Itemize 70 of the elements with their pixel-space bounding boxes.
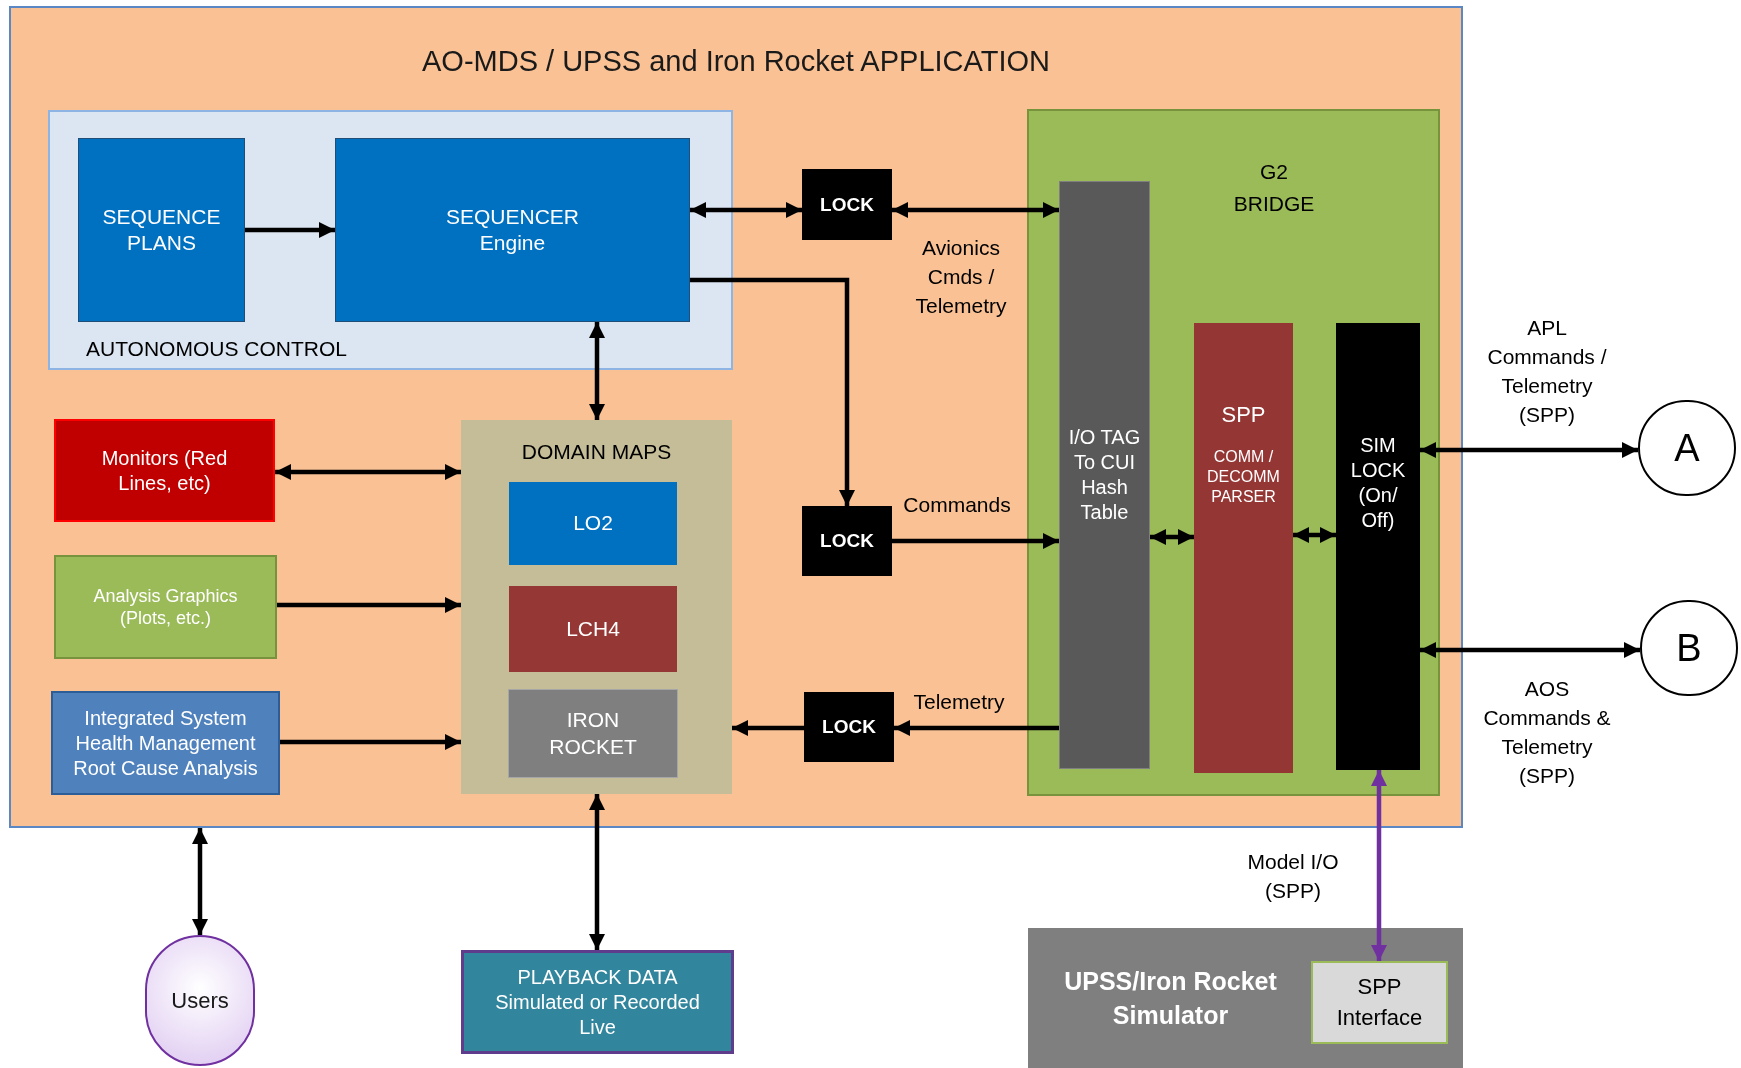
arrow <box>732 720 804 736</box>
panel-title: G2 BRIDGE <box>1233 160 1315 215</box>
group-panel <box>48 110 733 370</box>
box-label: LOCK <box>820 192 874 217</box>
arrow <box>1293 527 1336 543</box>
arrow <box>280 734 461 750</box>
table-bar <box>1059 181 1150 769</box>
arrow <box>1420 442 1638 458</box>
bar-label: SPP <box>1221 401 1266 429</box>
arrow <box>1150 529 1194 545</box>
panel-title: UPSS/Iron Rocket Simulator <box>1063 965 1278 1031</box>
arrow <box>277 597 461 613</box>
box-label: LOCK <box>822 715 876 739</box>
arrow <box>690 202 802 218</box>
arrow <box>589 322 605 420</box>
process-box <box>335 138 690 322</box>
bar-label: I/O TAG To CUI Hash Table <box>1067 425 1142 525</box>
lock-box <box>804 692 894 762</box>
box-label: SEQUENCE PLANS <box>101 203 222 256</box>
box-label: Analysis Graphics (Plots, etc.) <box>92 584 239 630</box>
arrow <box>892 533 1059 549</box>
group-title: DOMAIN MAPS <box>521 440 672 463</box>
ellipse-label: Users <box>171 987 229 1015</box>
bar-label: COMM / DECOMM PARSER <box>1206 446 1281 507</box>
interface-box <box>1311 961 1448 1044</box>
bar-label: SIM LOCK (On/ Off) <box>1350 434 1406 531</box>
map-box <box>508 689 678 778</box>
health-box <box>51 691 280 795</box>
edge-label: Commands <box>902 491 1012 518</box>
monitor-box <box>54 419 275 522</box>
simulator-panel <box>1028 928 1463 1068</box>
arrow <box>894 720 1059 736</box>
box-label: LCH4 <box>566 615 620 642</box>
arrow <box>275 464 461 480</box>
edge-label: AOS Commands & Telemetry (SPP) <box>1482 676 1612 789</box>
box-label: SEQUENCER Engine <box>446 203 579 256</box>
data-box <box>461 950 734 1054</box>
group-title: AUTONOMOUS CONTROL <box>86 336 347 360</box>
application-panel <box>9 6 1463 828</box>
lock-box <box>802 169 892 240</box>
edge-label: APL Commands / Telemetry (SPP) <box>1486 315 1608 428</box>
arrow <box>892 202 1059 218</box>
bridge-panel <box>1027 109 1440 796</box>
edge-label: Avionics Cmds / Telemetry <box>914 234 1008 319</box>
lock-box <box>802 506 892 576</box>
map-box <box>509 586 677 672</box>
lock-bar <box>1336 323 1420 770</box>
box-label: LO2 <box>573 510 613 537</box>
edge-label: Model I/O (SPP) <box>1246 849 1340 904</box>
panel-title: AO-MDS / UPSS and Iron Rocket APPLICATION <box>422 44 1050 79</box>
group-panel <box>461 420 732 794</box>
box-label: LOCK <box>820 529 874 553</box>
arrow <box>1371 770 1387 961</box>
arrow <box>192 828 208 935</box>
map-box <box>509 482 677 565</box>
box-label: IRON ROCKET <box>548 707 638 760</box>
process-box <box>78 138 245 322</box>
box-label: SPP Interface <box>1335 973 1424 1032</box>
arrow <box>245 222 335 238</box>
analysis-box <box>54 555 277 659</box>
parser-bar <box>1194 323 1293 773</box>
arrow <box>690 277 855 506</box>
arrow <box>589 794 605 950</box>
circle-label: B <box>1676 625 1702 671</box>
box-label: PLAYBACK DATA Simulated or Recorded Live <box>494 964 701 1040</box>
box-label: Integrated System Health Management Root Cause Analysis <box>72 705 259 781</box>
circle-label: A <box>1674 425 1700 471</box>
box-label: Monitors (Red Lines, etc) <box>100 445 229 496</box>
edge-label: Telemetry <box>912 688 1006 715</box>
arrow <box>1420 642 1640 658</box>
